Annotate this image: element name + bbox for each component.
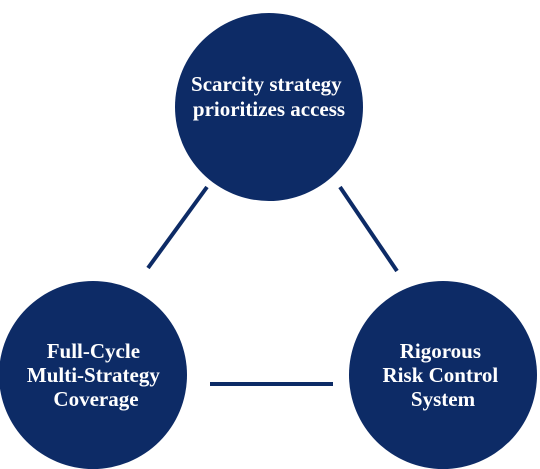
node-risk-control-system: Rigorous Risk Control System xyxy=(349,281,537,469)
connector-top-right xyxy=(338,185,399,273)
node-label-line: Rigorous xyxy=(400,339,481,363)
node-label-line: Scarcity strategy xyxy=(191,72,342,96)
node-label-line: prioritizes access xyxy=(193,97,345,121)
connector-top-left xyxy=(146,185,209,270)
node-label-line: Risk Control xyxy=(383,363,499,387)
node-label-left: Full-Cycle Multi-Strategy Coverage xyxy=(27,339,165,411)
node-scarcity-strategy: Scarcity strategy prioritizes access xyxy=(175,13,363,201)
node-label-line: System xyxy=(411,387,476,411)
node-label-line: Multi-Strategy xyxy=(27,363,160,387)
node-label-right: Rigorous Risk Control System xyxy=(383,339,504,411)
node-full-cycle-coverage: Full-Cycle Multi-Strategy Coverage xyxy=(0,281,187,469)
node-circle-top xyxy=(175,13,363,201)
node-label-top: Scarcity strategy prioritizes access xyxy=(191,72,347,121)
node-label-line: Coverage xyxy=(53,387,138,411)
node-label-line: Full-Cycle xyxy=(47,339,140,363)
node-circle-right xyxy=(349,281,537,469)
node-circle-left xyxy=(0,281,187,469)
